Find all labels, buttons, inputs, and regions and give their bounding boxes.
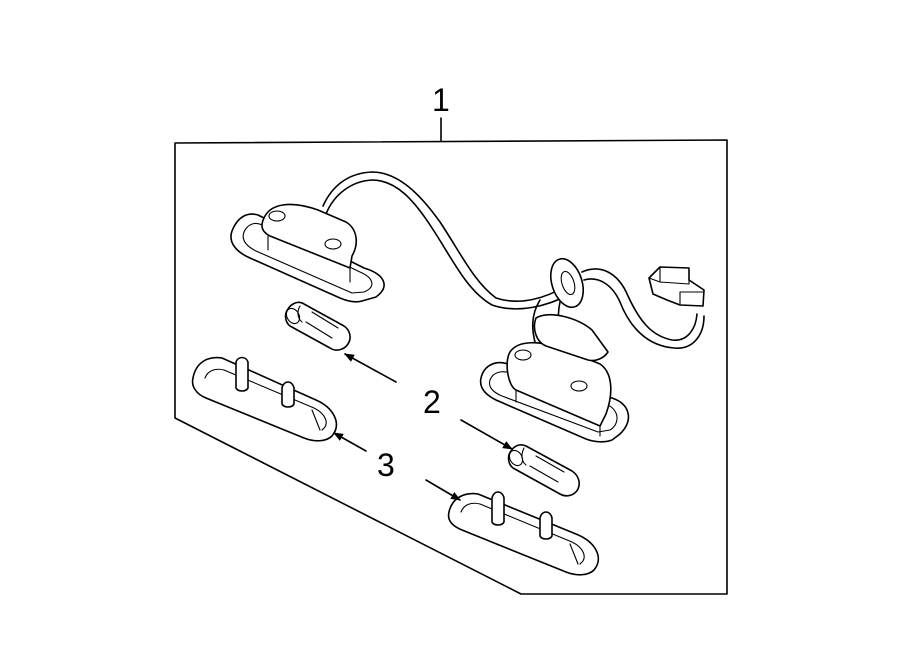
bulb-right — [507, 444, 580, 497]
lens-right — [447, 491, 600, 576]
arrow-2-left — [344, 353, 397, 383]
grommet — [549, 257, 585, 309]
harness-connector — [648, 266, 705, 307]
arrow-3-right — [425, 479, 461, 501]
callout-3: 3 — [377, 447, 395, 483]
arrow-2-right — [460, 419, 513, 450]
lamp-housing-left — [230, 203, 385, 303]
wiring-harness — [322, 171, 705, 349]
arrow-3-left — [333, 432, 367, 452]
callout-1: 1 — [432, 82, 450, 118]
callout-2: 2 — [423, 384, 441, 420]
assembly-boundary — [174, 139, 728, 595]
lens-left — [191, 356, 338, 442]
lamp-housing-right — [479, 314, 630, 443]
bulb-left — [284, 301, 351, 351]
